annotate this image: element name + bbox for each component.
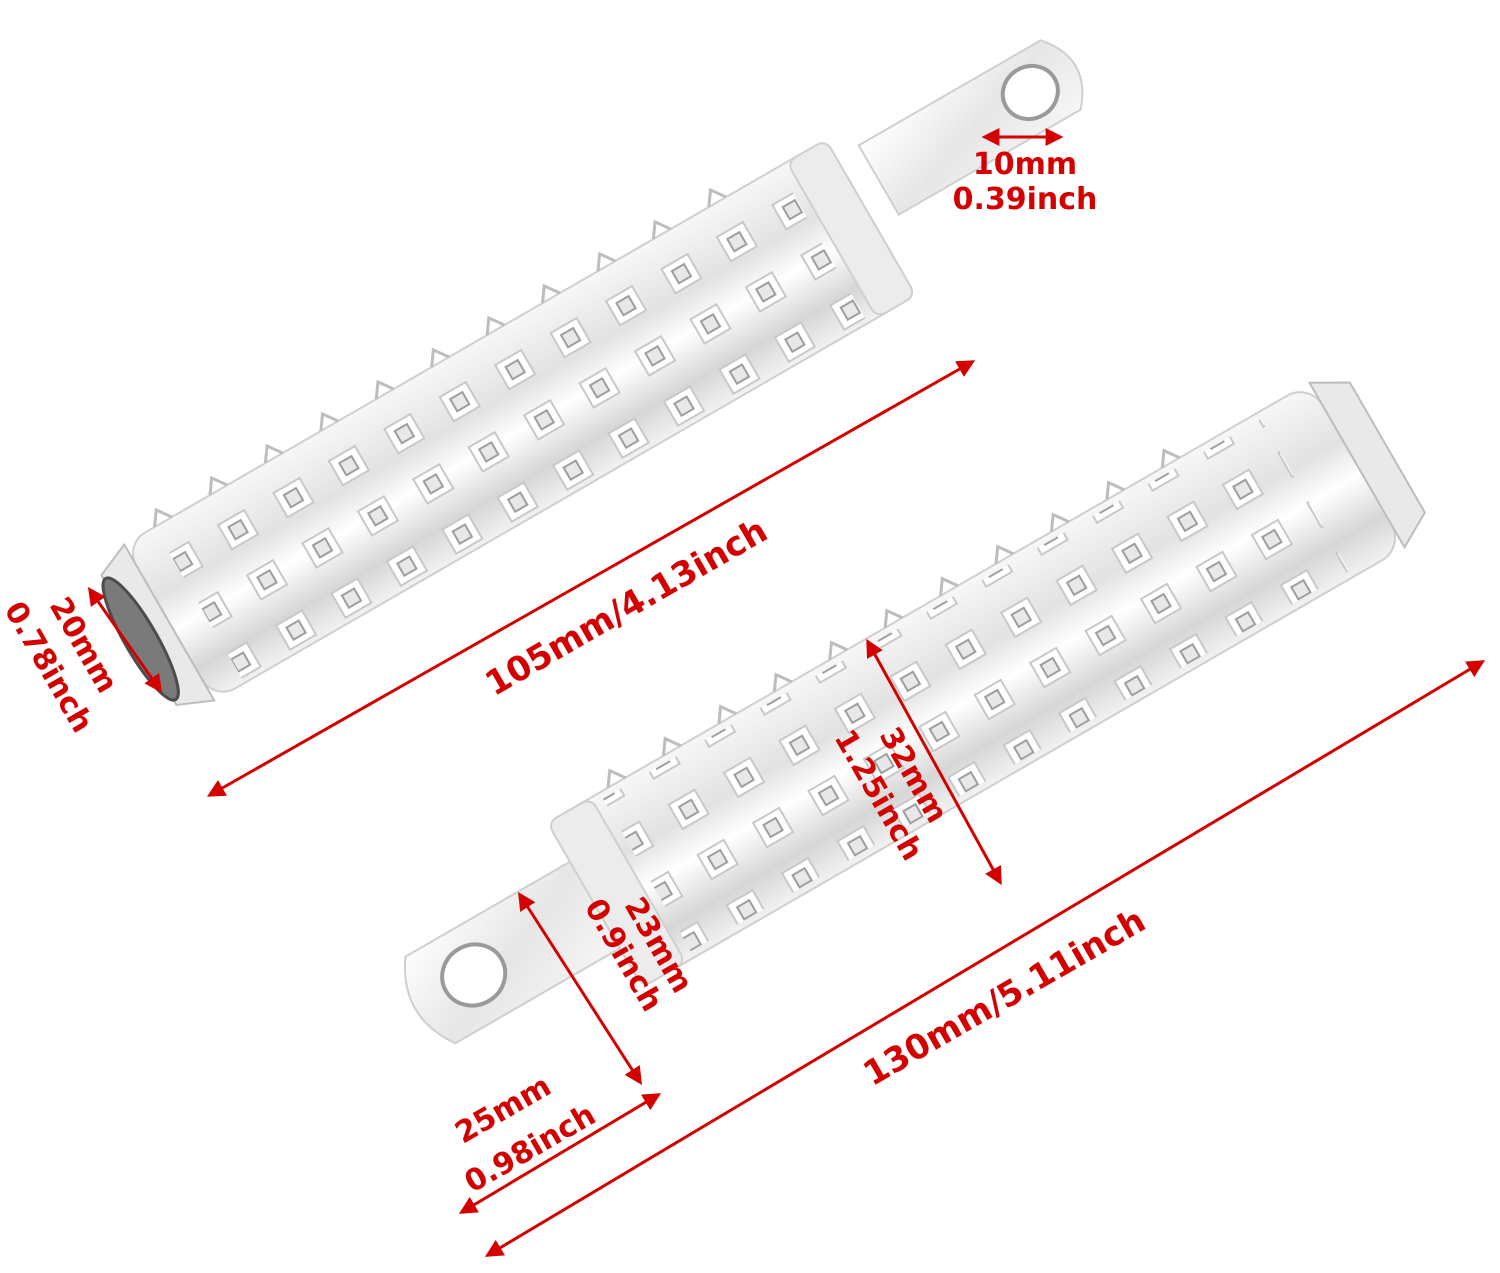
- bottom-peg-end-cap: [1307, 381, 1426, 550]
- top-peg-mount-hole: [1000, 63, 1060, 122]
- bottom-diameter-arrow: [866, 638, 1002, 886]
- top-hole-label-mm: 10mm: [973, 147, 1077, 182]
- top-length-label: 105mm/4.13inch: [479, 511, 775, 705]
- bottom-tab-length-arrow: [458, 1093, 662, 1214]
- bottom-length-label: 130mm/5.11inch: [857, 901, 1153, 1095]
- top-hole-label-in: 0.39inch: [953, 182, 1098, 217]
- bottom-tab-width-arrow: [518, 891, 642, 1086]
- top-diameter-arrow: [87, 587, 163, 693]
- dimension-annotations: [87, 128, 1486, 1257]
- top-length-arrow: [206, 360, 976, 797]
